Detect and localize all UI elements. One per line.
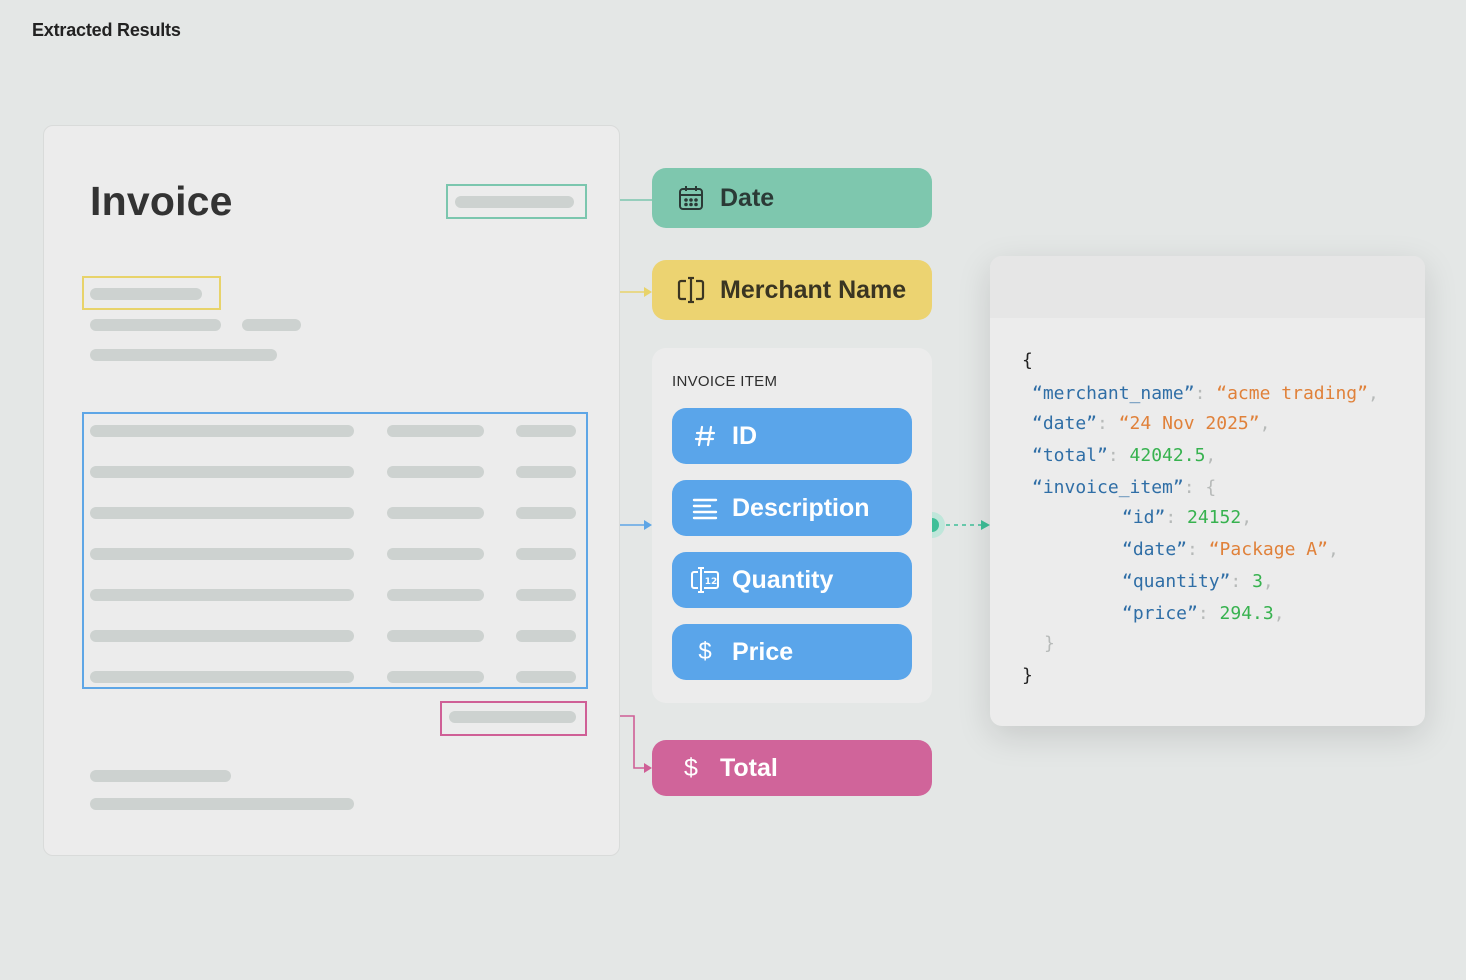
- total-connector-arrow: [644, 763, 652, 773]
- merchant-placeholder: [90, 288, 202, 300]
- json-item-open-brace: {: [1205, 477, 1217, 498]
- json-line-date: “date”: “24 Nov 2025”,: [1032, 413, 1271, 434]
- number-field-icon: 12: [690, 565, 720, 595]
- line-item-placeholder: [387, 630, 484, 642]
- field-item-description: Description: [672, 480, 912, 536]
- json-close-brace: }: [1022, 665, 1033, 686]
- text-cursor-icon: [676, 275, 706, 305]
- extracted-results-panel: [990, 256, 1425, 726]
- json-key: “date”: [1122, 539, 1188, 560]
- footer-placeholder: [90, 798, 354, 810]
- line-item-placeholder: [516, 630, 576, 642]
- line-item-placeholder: [387, 425, 484, 437]
- field-date: Date: [652, 168, 932, 228]
- line-item-placeholder: [516, 548, 576, 560]
- json-line-total: “total”: 42042.5,: [1032, 445, 1217, 466]
- json-line-item-date: “date”: “Package A”,: [1122, 539, 1339, 560]
- field-item-price-label: Price: [732, 637, 794, 666]
- json-value: 42042.5: [1129, 445, 1206, 466]
- json-line-item-close: }: [1044, 632, 1055, 656]
- line-item-placeholder: [516, 425, 576, 437]
- date-highlight-box: [446, 184, 587, 219]
- text-lines-icon: [690, 493, 720, 523]
- field-merchant-name-label: Merchant Name: [720, 275, 907, 304]
- field-item-id-label: ID: [732, 421, 757, 450]
- line-item-placeholder: [516, 507, 576, 519]
- line-item-placeholder: [387, 548, 484, 560]
- invoice-title: Invoice: [90, 178, 233, 224]
- footer-placeholder: [90, 770, 231, 782]
- json-value: “24 Nov 2025”: [1118, 413, 1260, 434]
- json-item-close-brace: }: [1044, 633, 1055, 654]
- json-value: 24152: [1187, 507, 1242, 528]
- line-item-placeholder: [387, 466, 484, 478]
- json-key: “price”: [1122, 603, 1198, 624]
- json-value: “acme trading”: [1216, 383, 1368, 404]
- line-item-placeholder: [516, 589, 576, 601]
- json-line-item-price: “price”: 294.3,: [1122, 603, 1285, 624]
- results-title: Extracted Results: [32, 20, 181, 40]
- line-item-placeholder: [90, 548, 354, 560]
- line-item-placeholder: [387, 589, 484, 601]
- line-item-placeholder: [90, 466, 354, 478]
- dollar-icon: $: [684, 753, 698, 782]
- field-item-price: $ Price: [672, 624, 912, 680]
- field-item-id: ID: [672, 408, 912, 464]
- line-item-placeholder: [387, 671, 484, 683]
- line-item-placeholder: [387, 507, 484, 519]
- address-placeholder: [90, 349, 277, 361]
- json-key: “date”: [1032, 413, 1098, 434]
- address-placeholder: [242, 319, 301, 331]
- field-merchant-name: Merchant Name: [652, 260, 932, 320]
- results-header: [990, 256, 1425, 318]
- merchant-highlight-box: [82, 276, 221, 310]
- line-item-placeholder: [90, 671, 354, 683]
- total-highlight-box: [440, 701, 587, 736]
- line-item-placeholder: [90, 589, 354, 601]
- field-total: $ Total: [652, 740, 932, 796]
- field-item-quantity-label: Quantity: [732, 565, 834, 594]
- dollar-icon: $: [698, 638, 712, 665]
- json-line-invoice-item: “invoice_item”: {: [1032, 477, 1217, 498]
- field-item-description-label: Description: [732, 493, 870, 522]
- json-key: “total”: [1032, 445, 1108, 466]
- items-connector-arrow: [644, 520, 652, 530]
- json-key: “id”: [1122, 507, 1166, 528]
- invoice-item-group-label: INVOICE ITEM: [672, 373, 778, 390]
- field-item-quantity: 12 Quantity: [672, 552, 912, 608]
- json-key: “quantity”: [1122, 571, 1231, 592]
- items-highlight-box: [82, 412, 588, 689]
- json-value: “Package A”: [1208, 539, 1328, 560]
- field-total-label: Total: [720, 753, 778, 782]
- address-placeholder: [90, 319, 221, 331]
- json-key: “merchant_name”: [1032, 383, 1195, 404]
- json-line-item-id: “id”: 24152,: [1122, 507, 1253, 528]
- json-open-brace: {: [1022, 350, 1033, 371]
- json-line-item-quantity: “quantity”: 3,: [1122, 571, 1274, 592]
- total-placeholder: [449, 711, 576, 723]
- line-item-placeholder: [90, 630, 354, 642]
- json-value: 3: [1252, 571, 1263, 592]
- line-item-placeholder: [516, 466, 576, 478]
- date-placeholder: [455, 196, 574, 208]
- field-date-label: Date: [720, 183, 775, 212]
- output-connector-arrow: [981, 520, 990, 530]
- line-item-placeholder: [90, 425, 354, 437]
- svg-text:12: 12: [705, 577, 718, 587]
- line-item-placeholder: [516, 671, 576, 683]
- json-key: “invoice_item”: [1032, 477, 1184, 498]
- json-value: 294.3: [1219, 603, 1274, 624]
- line-item-placeholder: [90, 507, 354, 519]
- json-line-open: {: [1022, 349, 1033, 373]
- json-line-close: }: [1022, 664, 1033, 688]
- merchant-connector-arrow: [644, 287, 652, 297]
- calendar-icon: [676, 183, 706, 213]
- json-line-merchant-name: “merchant_name”: “acme trading”,: [1032, 383, 1379, 404]
- hash-icon: [690, 421, 720, 451]
